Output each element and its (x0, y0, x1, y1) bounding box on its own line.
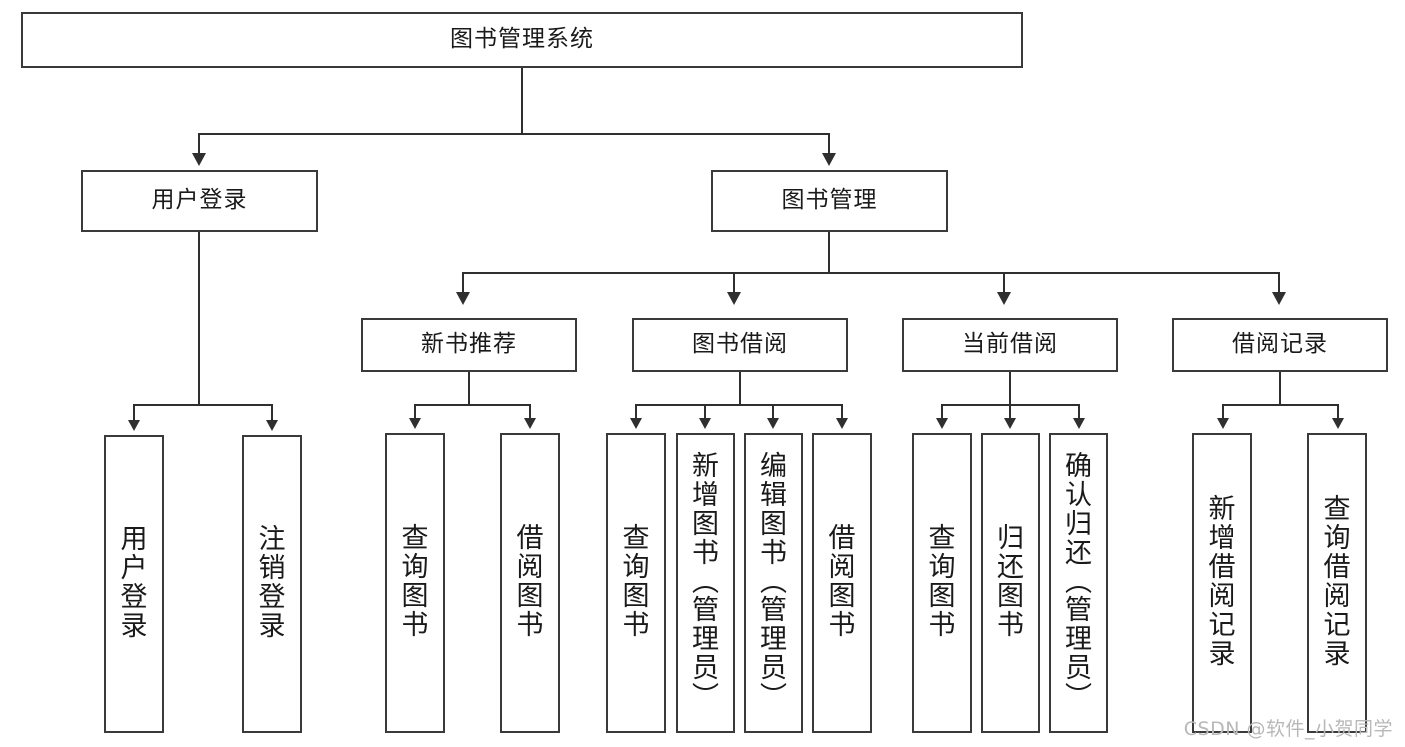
connector-borrow-record-drop-1 (1222, 404, 1224, 420)
connector-level2-drop-3 (1003, 272, 1005, 294)
connector-level1-bus (198, 133, 830, 135)
leaf-edit-book-admin[interactable]: 编 辑 图 书 ︵ 管 理 员 ︶ (744, 433, 803, 733)
leaf-label: 确 认 归 还 ︵ 管 理 员 ︶ (1065, 451, 1092, 714)
leaf-logout[interactable]: 注 销 登 录 (242, 435, 302, 733)
leaf-label: 新 增 图 书 ︵ 管 理 员 ︶ (692, 451, 719, 714)
connector-borrow-record-stem (1279, 372, 1281, 405)
leaf-return-book[interactable]: 归 还 图 书 (981, 433, 1040, 733)
leaf-query-book-current[interactable]: 查 询 图 书 (912, 433, 972, 733)
leaf-label: 借 阅 图 书 (828, 523, 856, 641)
arrow-current-borrow (997, 292, 1011, 305)
arrow-leaf-add-record (1217, 418, 1229, 429)
arrow-leaf-query-book-1 (409, 418, 421, 429)
leaf-label: 查 询 借 阅 记 录 (1323, 494, 1351, 670)
arrow-user-login (192, 153, 206, 166)
connector-new-book-stem (468, 372, 470, 405)
node-label: 当前借阅 (962, 331, 1058, 358)
leaf-label: 新 增 借 阅 记 录 (1208, 494, 1236, 670)
connector-level2-drop-1 (462, 272, 464, 294)
leaf-label: 查 询 图 书 (928, 523, 956, 641)
connector-drop-book-management (828, 133, 830, 155)
connector-borrow-record-bus (1222, 404, 1339, 406)
connector-borrow-record-drop-2 (1337, 404, 1339, 420)
node-new-book-recommend[interactable]: 新书推荐 (361, 318, 577, 372)
connector-current-borrow-stem (1009, 372, 1011, 405)
node-book-management[interactable]: 图书管理 (711, 170, 948, 232)
node-borrow-record[interactable]: 借阅记录 (1172, 318, 1388, 372)
connector-drop-user-login (198, 133, 200, 155)
connector-level2-bus (462, 272, 1280, 274)
connector-book-borrow-bus (635, 404, 843, 406)
arrow-leaf-user-login (128, 420, 140, 431)
arrow-borrow-record (1272, 292, 1286, 305)
node-book-borrow[interactable]: 图书借阅 (632, 318, 848, 372)
connector-level2-drop-2 (733, 272, 735, 294)
connector-user-login-drop-1 (133, 404, 135, 422)
leaf-query-borrow-record[interactable]: 查 询 借 阅 记 录 (1307, 433, 1367, 733)
leaf-add-book-admin[interactable]: 新 增 图 书 ︵ 管 理 员 ︶ (676, 433, 735, 733)
node-current-borrow[interactable]: 当前借阅 (902, 318, 1118, 372)
node-label: 图书管理系统 (450, 26, 594, 53)
node-user-login[interactable]: 用户登录 (81, 170, 318, 232)
arrow-leaf-borrow-book-1 (524, 418, 536, 429)
leaf-label: 注 销 登 录 (258, 524, 286, 642)
arrow-leaf-query-record (1332, 418, 1344, 429)
connector-current-borrow-drop-2 (1009, 404, 1011, 420)
connector-user-login-stem (198, 232, 200, 405)
connector-book-management-stem (828, 232, 830, 273)
node-book-management-system[interactable]: 图书管理系统 (21, 12, 1023, 68)
connector-book-borrow-drop-1 (635, 404, 637, 420)
node-label: 用户登录 (151, 187, 248, 214)
arrow-leaf-logout (266, 420, 278, 431)
leaf-label: 编 辑 图 书 ︵ 管 理 员 ︶ (760, 451, 787, 714)
arrow-leaf-query-book-2 (630, 418, 642, 429)
connector-book-borrow-drop-2 (704, 404, 706, 420)
leaf-confirm-return-admin[interactable]: 确 认 归 还 ︵ 管 理 员 ︶ (1049, 433, 1108, 733)
arrow-leaf-edit-book (767, 418, 779, 429)
arrow-book-management (822, 153, 836, 166)
leaf-add-borrow-record[interactable]: 新 增 借 阅 记 录 (1192, 433, 1252, 733)
connector-current-borrow-drop-1 (941, 404, 943, 420)
node-label: 借阅记录 (1232, 331, 1328, 358)
connector-root-stem (521, 68, 523, 134)
connector-user-login-drop-2 (271, 404, 273, 422)
node-label: 图书借阅 (692, 331, 788, 358)
leaf-borrow-book[interactable]: 借 阅 图 书 (812, 433, 872, 733)
leaf-label: 查 询 图 书 (622, 523, 650, 641)
leaf-label: 借 阅 图 书 (516, 523, 544, 641)
csdn-watermark: CSDN @软件_小贺同学 (1183, 718, 1393, 740)
connector-level2-drop-4 (1278, 272, 1280, 294)
leaf-user-login[interactable]: 用 户 登 录 (104, 435, 164, 733)
leaf-label: 归 还 图 书 (997, 523, 1024, 641)
connector-new-book-bus (414, 404, 531, 406)
node-label: 图书管理 (781, 187, 878, 214)
connector-user-login-bus (133, 404, 273, 406)
arrow-leaf-query-book-3 (936, 418, 948, 429)
leaf-label: 查 询 图 书 (401, 523, 429, 641)
leaf-borrow-book-recommend[interactable]: 借 阅 图 书 (500, 433, 560, 733)
connector-new-book-drop-2 (529, 404, 531, 420)
connector-book-borrow-drop-3 (772, 404, 774, 420)
arrow-leaf-return-book (1004, 418, 1016, 429)
leaf-query-book-recommend[interactable]: 查 询 图 书 (385, 433, 445, 733)
arrow-leaf-confirm-return (1073, 418, 1085, 429)
arrow-leaf-add-book (699, 418, 711, 429)
leaf-query-book-borrow[interactable]: 查 询 图 书 (606, 433, 666, 733)
connector-book-borrow-stem (739, 372, 741, 405)
connector-new-book-drop-1 (414, 404, 416, 420)
node-label: 新书推荐 (421, 331, 517, 358)
arrow-leaf-borrow-book-2 (836, 418, 848, 429)
leaf-label: 用 户 登 录 (120, 524, 148, 642)
arrow-new-book-recommend (456, 292, 470, 305)
arrow-book-borrow (727, 292, 741, 305)
connector-current-borrow-drop-3 (1078, 404, 1080, 420)
connector-book-borrow-drop-4 (841, 404, 843, 420)
